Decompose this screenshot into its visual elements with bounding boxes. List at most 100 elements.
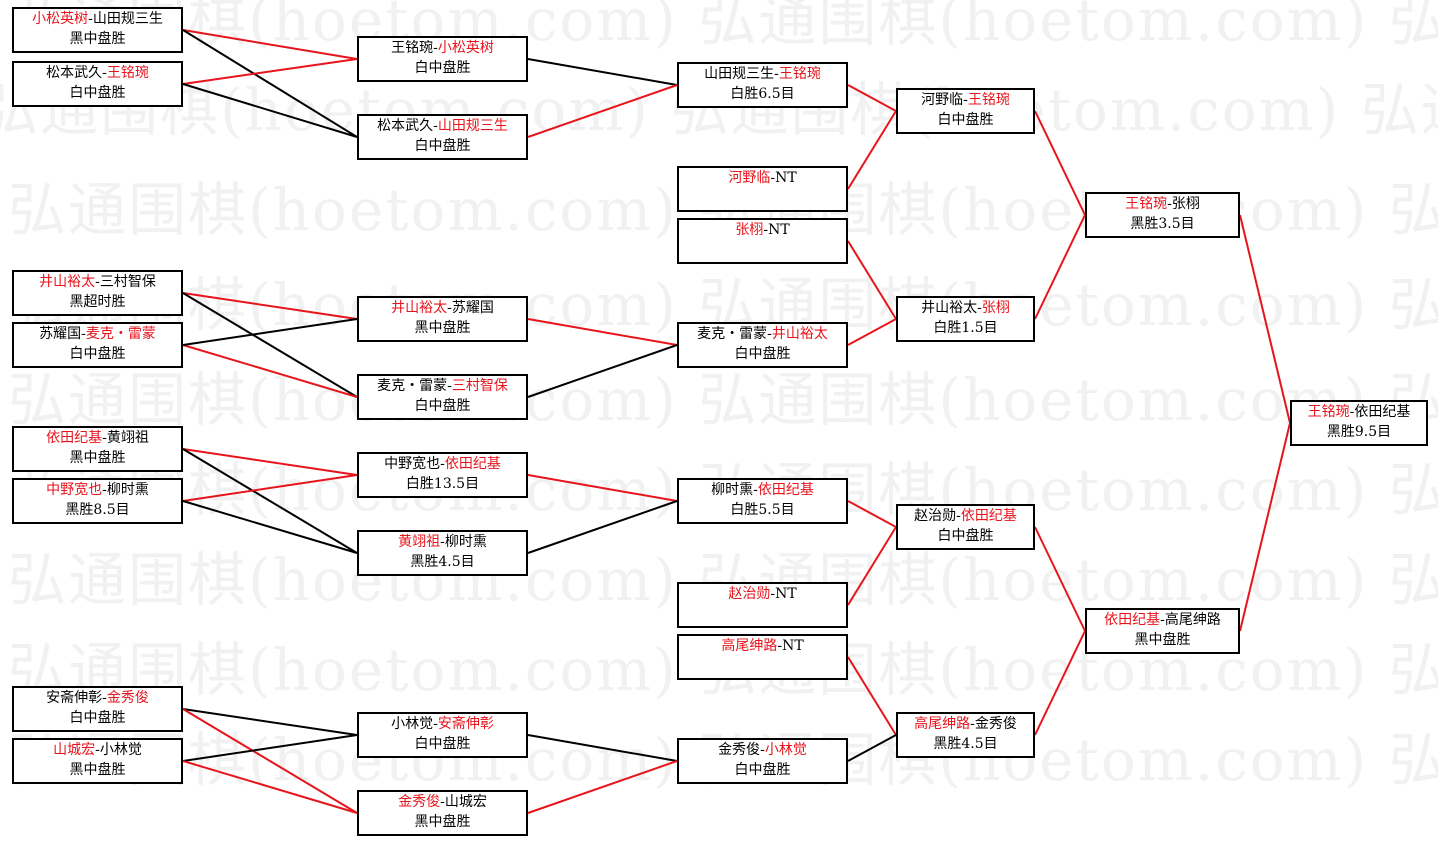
match-players: 井山裕太-三村智保 — [14, 272, 181, 292]
player-white: 山城宏 — [444, 794, 487, 810]
match-players: 山田规三生-王铭琬 — [679, 64, 846, 84]
match-players: 高尾绅路-金秀俊 — [898, 714, 1033, 734]
player-black: 井山裕太 — [921, 300, 978, 316]
separator: - — [433, 40, 438, 56]
match-players: 赵治勋-NT — [679, 584, 846, 604]
match-result: 黑中盘胜 — [69, 762, 126, 778]
separator: - — [963, 92, 968, 108]
separator: - — [977, 300, 982, 316]
match-result: 白中盘胜 — [937, 528, 994, 544]
connector-b4-c4 — [527, 344, 678, 398]
player-black: 赵治勋 — [914, 508, 957, 524]
match-players: 井山裕太-苏耀国 — [359, 298, 526, 318]
player-white: 三村智保 — [451, 378, 508, 394]
connector-a1-b1 — [182, 29, 358, 60]
separator: - — [774, 66, 779, 82]
player-white: 依田纪基 — [1354, 404, 1411, 420]
match-box-b7: 小林觉-安斋伸彰白中盘胜 — [357, 712, 528, 758]
separator: - — [767, 326, 772, 342]
match-result: 白中盘胜 — [69, 346, 126, 362]
match-players: 河野临-NT — [679, 168, 846, 188]
player-black: 松本武久 — [377, 118, 434, 134]
connector-c3-d2 — [847, 240, 897, 320]
match-players: 依田纪基-黄翊祖 — [14, 428, 181, 448]
match-result: 黑中盘胜 — [69, 450, 126, 466]
connector-b3-c4 — [527, 318, 678, 346]
match-box-c3: 张栩-NT — [677, 218, 848, 264]
player-black: 王铭琬 — [391, 40, 434, 56]
connector-c7-d4 — [847, 656, 897, 736]
connector-a3-b3 — [182, 292, 358, 320]
separator: - — [447, 378, 452, 394]
match-result: 白中盘胜 — [414, 398, 471, 414]
player-black: 河野临 — [921, 92, 964, 108]
player-black: 井山裕太 — [39, 274, 96, 290]
player-black: 麦克・雷蒙 — [377, 378, 448, 394]
match-result: 黑胜4.5目 — [933, 736, 998, 752]
match-box-a5: 依田纪基-黄翊祖黑中盘胜 — [12, 426, 183, 472]
match-players: 松本武久-王铭琬 — [14, 63, 181, 83]
match-players: 中野宽也-依田纪基 — [359, 454, 526, 474]
match-players: 安斋伸彰-金秀俊 — [14, 688, 181, 708]
connector-a4-b4 — [182, 344, 358, 398]
player-black: 中野宽也 — [46, 482, 103, 498]
match-box-e2: 依田纪基-高尾绅路黑中盘胜 — [1085, 608, 1240, 654]
player-white: 安斋伸彰 — [437, 716, 494, 732]
watermark-text: 弘通围棋(hoetom.com) 弘通围棋(hoetom.com) 弘通围棋(h… — [8, 0, 1438, 54]
player-black: 河野临 — [728, 170, 771, 186]
player-white: 井山裕太 — [771, 326, 828, 342]
match-players: 黄翊祖-柳时熏 — [359, 532, 526, 552]
match-result: 黑胜4.5目 — [410, 554, 475, 570]
connector-a6-b5 — [182, 474, 358, 502]
connector-a2-b2 — [182, 83, 358, 138]
match-players: 山城宏-小林觉 — [14, 740, 181, 760]
match-result: 白中盘胜 — [69, 710, 126, 726]
match-players: 依田纪基-高尾绅路 — [1087, 610, 1238, 630]
match-result: 白中盘胜 — [937, 112, 994, 128]
connector-a3-b4 — [182, 292, 358, 398]
match-box-b3: 井山裕太-苏耀国黑中盘胜 — [357, 296, 528, 342]
player-black: 松本武久 — [46, 65, 103, 81]
player-black: 中野宽也 — [384, 456, 441, 472]
player-white: 黄翊祖 — [106, 430, 149, 446]
connector-d3-e2 — [1034, 526, 1086, 632]
player-white: 王铭琬 — [778, 66, 821, 82]
player-black: 依田纪基 — [1104, 612, 1161, 628]
match-players: 河野临-王铭琬 — [898, 90, 1033, 110]
match-box-a6: 中野宽也-柳时熏黑胜8.5目 — [12, 478, 183, 524]
player-black: 黄翊祖 — [398, 534, 441, 550]
player-black: 金秀俊 — [398, 794, 441, 810]
connector-d2-e1 — [1034, 214, 1086, 320]
separator: - — [440, 456, 445, 472]
match-players: 柳时熏-依田纪基 — [679, 480, 846, 500]
connector-b2-c1 — [527, 84, 678, 138]
player-white: 苏耀国 — [451, 300, 494, 316]
separator: - — [102, 430, 107, 446]
match-box-c2: 河野临-NT — [677, 166, 848, 212]
match-players: 小松英树-山田规三生 — [14, 9, 181, 29]
match-result: 黑胜9.5目 — [1326, 424, 1392, 440]
match-box-c4: 麦克・雷蒙-井山裕太白中盘胜 — [677, 322, 848, 368]
connector-a6-b6 — [182, 500, 358, 554]
separator: - — [753, 482, 758, 498]
player-black: 安斋伸彰 — [46, 690, 103, 706]
connector-a8-b7 — [182, 734, 358, 762]
match-players: 松本武久-山田规三生 — [359, 116, 526, 136]
separator: - — [1160, 612, 1165, 628]
player-black: 张栩 — [735, 222, 764, 238]
match-box-d3: 赵治勋-依田纪基白中盘胜 — [896, 504, 1035, 550]
player-black: 小林觉 — [391, 716, 434, 732]
match-players: 井山裕太-张栩 — [898, 298, 1033, 318]
match-result: 黑胜3.5目 — [1130, 216, 1195, 232]
connector-a7-b7 — [182, 708, 358, 736]
connector-a5-b6 — [182, 448, 358, 554]
match-players: 金秀俊-山城宏 — [359, 792, 526, 812]
match-result: 白胜1.5目 — [933, 320, 998, 336]
match-box-b8: 金秀俊-山城宏黑中盘胜 — [357, 790, 528, 836]
connector-a7-b8 — [182, 708, 358, 814]
match-players: 苏耀国-麦克・雷蒙 — [14, 324, 181, 344]
match-players: 赵治勋-依田纪基 — [898, 506, 1033, 526]
separator: - — [777, 638, 783, 654]
player-black: 山田规三生 — [704, 66, 775, 82]
